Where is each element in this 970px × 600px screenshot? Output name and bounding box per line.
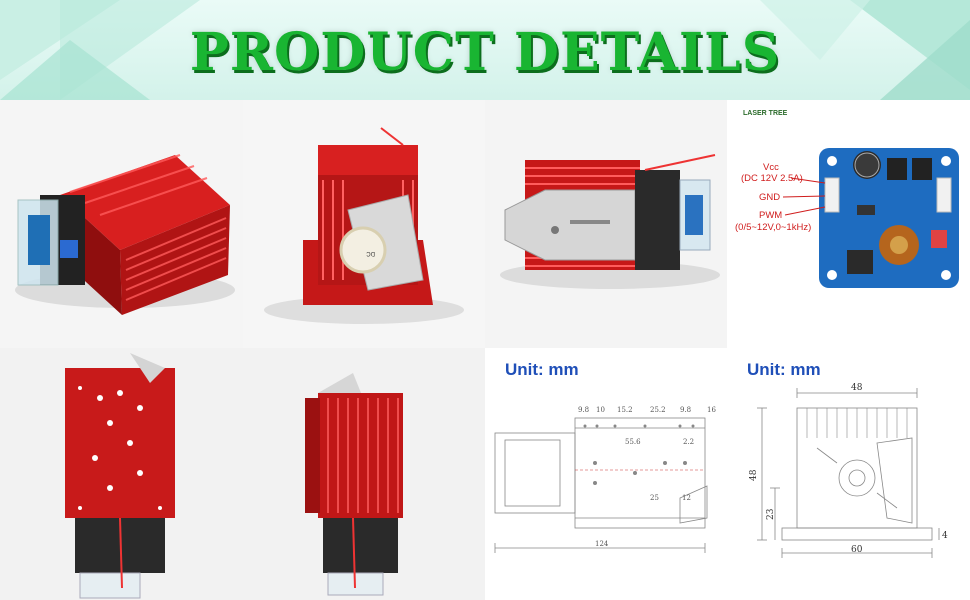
- header-banner: PRODUCT DETAILS: [0, 0, 970, 100]
- gnd-label: GND: [759, 192, 780, 203]
- svg-text:DC: DC: [366, 250, 375, 256]
- dim-12: 12: [682, 494, 691, 502]
- pwm-label: PWM: [759, 210, 782, 221]
- unit-label-front: Unit: mm: [747, 360, 821, 379]
- page-title: PRODUCT DETAILS: [189, 22, 781, 83]
- pwm-spec-label: (0/5~12V,0~1kHz): [735, 222, 811, 233]
- dim-2-2: 2.2: [683, 438, 694, 446]
- dim-55-6: 55.6: [625, 438, 641, 446]
- dim-width-60: 60: [851, 545, 863, 555]
- dim-124: 124: [595, 540, 609, 548]
- dim-10: 10: [596, 406, 605, 414]
- unit-label-side: Unit: mm: [505, 360, 579, 379]
- front-dimension-drawing: Unit: mm: [727, 348, 970, 600]
- dim-9-8-left: 9.8: [578, 406, 589, 414]
- photo-module-back-vertical: [0, 348, 243, 600]
- vcc-spec-label: (DC 12V 2.5A): [741, 173, 803, 184]
- brand-logo: LASER TREE: [743, 110, 788, 117]
- photo-driver-board: LASER TREE Vcc (DC 12V 2.5A) GND PWM (0/…: [727, 100, 970, 348]
- banner-decoration: [0, 0, 970, 100]
- photo-heatsink-front-with-fan: DC: [243, 100, 485, 348]
- dim-width-48: 48: [851, 383, 863, 393]
- dim-height-48: 48: [749, 469, 759, 481]
- dim-15-2: 15.2: [617, 406, 633, 414]
- dim-16: 16: [707, 406, 716, 414]
- dim-height-23: 23: [766, 508, 776, 520]
- side-dimension-drawing: Unit: mm 9.8 10 15.2 25.2: [485, 348, 727, 600]
- dim-25-2: 25.2: [650, 406, 666, 414]
- dim-9-8-right: 9.8: [680, 406, 691, 414]
- photo-module-vertical-angle: [243, 348, 485, 600]
- vcc-label: Vcc: [763, 162, 779, 173]
- photo-module-side-with-fan: [0, 100, 243, 348]
- dim-thickness-4: 4: [942, 531, 948, 541]
- photo-module-side-with-mirror: [485, 100, 727, 348]
- dim-25: 25: [650, 494, 659, 502]
